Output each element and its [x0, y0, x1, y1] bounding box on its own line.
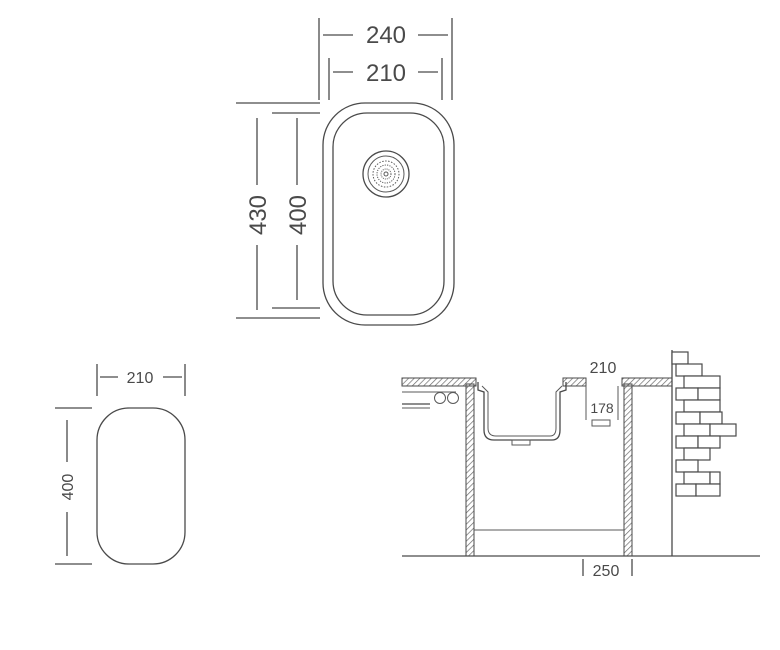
worktop-left: [401, 377, 477, 387]
drain-icon: [362, 150, 410, 198]
sink-outer-rim: [322, 102, 455, 326]
tap-fixture: [402, 391, 459, 409]
dim-outer-width: 240: [318, 18, 453, 100]
dim-section-width-label: 210: [590, 360, 617, 377]
knob-icon: [434, 392, 446, 404]
dim-cutout-width-label: 210: [127, 370, 154, 387]
depth-marker: 178: [585, 386, 619, 427]
section-view: 178 210 250: [401, 350, 760, 580]
brick-wall: [671, 351, 737, 497]
dim-cabinet-width-label: 250: [593, 563, 620, 580]
drain-outlet: [511, 439, 531, 446]
cabinet-wall-left: [465, 383, 475, 557]
dim-inner-width: 210: [328, 58, 443, 100]
cutout-view: 210 400: [55, 364, 186, 565]
dim-cutout-width: 210: [96, 364, 186, 396]
sink-inner-bowl: [332, 112, 445, 316]
top-view: 240 210 430 400: [236, 18, 455, 326]
cabinet-wall-right: [623, 383, 633, 557]
sink-bowl-profile: [477, 382, 567, 441]
dim-bowl-depth-label: 178: [590, 400, 614, 416]
dim-outer-width-label: 240: [366, 22, 406, 49]
dim-inner-height: 400: [272, 112, 320, 309]
dim-cutout-height: 400: [55, 407, 92, 565]
dim-inner-height-label: 400: [285, 195, 312, 235]
dim-cutout-height-label: 400: [60, 474, 77, 501]
dim-outer-height-label: 430: [245, 195, 272, 235]
knob-icon: [447, 392, 459, 404]
dim-inner-width-label: 210: [366, 60, 406, 87]
cutout-outline: [96, 407, 186, 565]
dim-cabinet-width: 250: [582, 559, 633, 580]
worktop-middle: [562, 377, 587, 387]
dim-outer-height: 430: [236, 102, 320, 319]
